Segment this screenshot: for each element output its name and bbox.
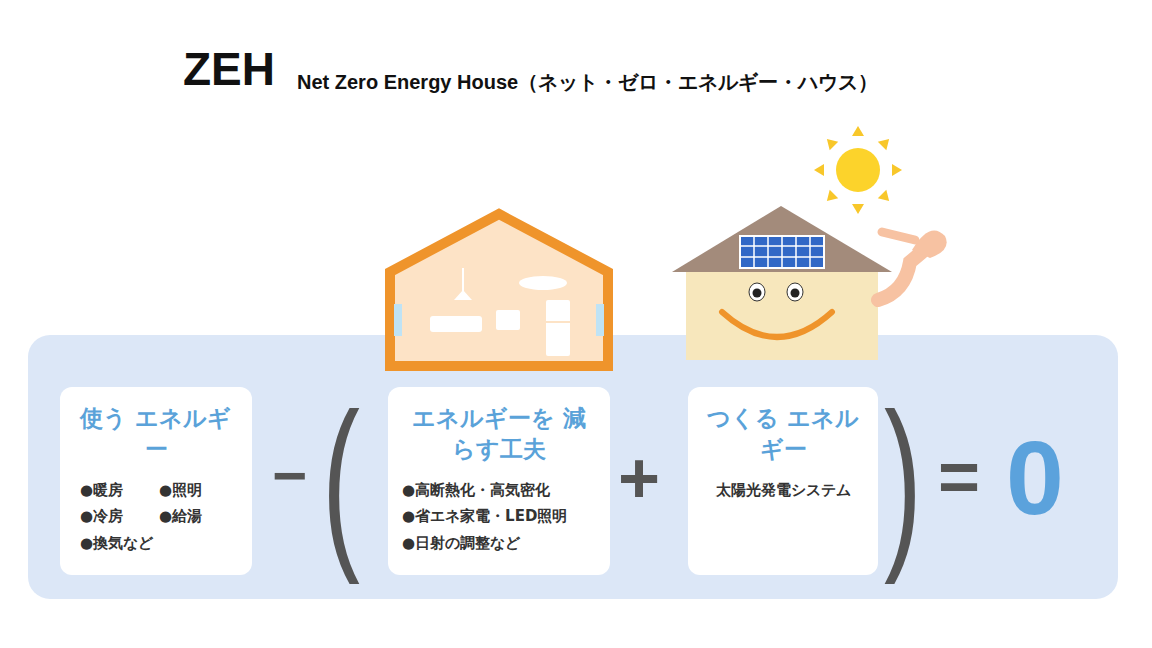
operator-symbol: = bbox=[938, 440, 980, 512]
operator-symbol: ( bbox=[322, 384, 360, 574]
operator-symbol: ) bbox=[884, 384, 922, 574]
text-box: エネルギーを 減らす工夫 ●高断熱化・高気密化●省エネ家電・LED照明●日射の調整… bbox=[388, 387, 610, 575]
box-item: ●換気など bbox=[80, 530, 159, 556]
operator-symbol: − bbox=[272, 446, 307, 506]
text-box: つくる エネルギー太陽光発電システム bbox=[688, 387, 878, 575]
box-item: ●高断熱化・高気密化 bbox=[402, 477, 596, 503]
box-item: ●暖房 bbox=[80, 477, 159, 503]
sun-ray bbox=[852, 126, 864, 136]
item-list: ●高断熱化・高気密化●省エネ家電・LED照明●日射の調整など bbox=[402, 477, 596, 556]
sun-ray bbox=[852, 204, 864, 214]
sun-ray bbox=[827, 139, 838, 150]
box-heading: エネルギーを 減らす工夫 bbox=[402, 403, 596, 465]
box-item: ●照明 bbox=[159, 477, 238, 503]
box-heading: 使う エネルギー bbox=[74, 403, 238, 465]
sun-ray bbox=[892, 164, 902, 176]
item-list: 太陽光発電システム bbox=[702, 477, 864, 503]
sun bbox=[814, 126, 902, 214]
title: ZEH bbox=[183, 46, 275, 92]
operator-symbol: 0 bbox=[1006, 426, 1064, 530]
box-item: ●省エネ家電・LED照明 bbox=[402, 503, 596, 529]
box-item: ●日射の調整など bbox=[402, 530, 596, 556]
operator-symbol: + bbox=[618, 442, 660, 514]
sun-ray bbox=[814, 164, 824, 176]
house-character bbox=[672, 206, 947, 360]
panel-band bbox=[28, 335, 1118, 599]
house-section bbox=[390, 214, 608, 366]
box-item: 太陽光発電システム bbox=[702, 477, 864, 503]
subtitle: Net Zero Energy House（ネット・ゼロ・エネルギー・ハウス） bbox=[297, 69, 878, 96]
sun-ray bbox=[878, 190, 889, 201]
item-list: ●暖房●照明●冷房●給湯●換気など bbox=[74, 477, 238, 556]
box-item: ●給湯 bbox=[159, 503, 238, 529]
text-box: 使う エネルギー ●暖房●照明●冷房●給湯●換気など bbox=[60, 387, 252, 575]
sun-ray bbox=[827, 190, 838, 201]
sun-ray bbox=[878, 139, 889, 150]
box-heading: つくる エネルギー bbox=[702, 403, 864, 465]
box-item: ●冷房 bbox=[80, 503, 159, 529]
